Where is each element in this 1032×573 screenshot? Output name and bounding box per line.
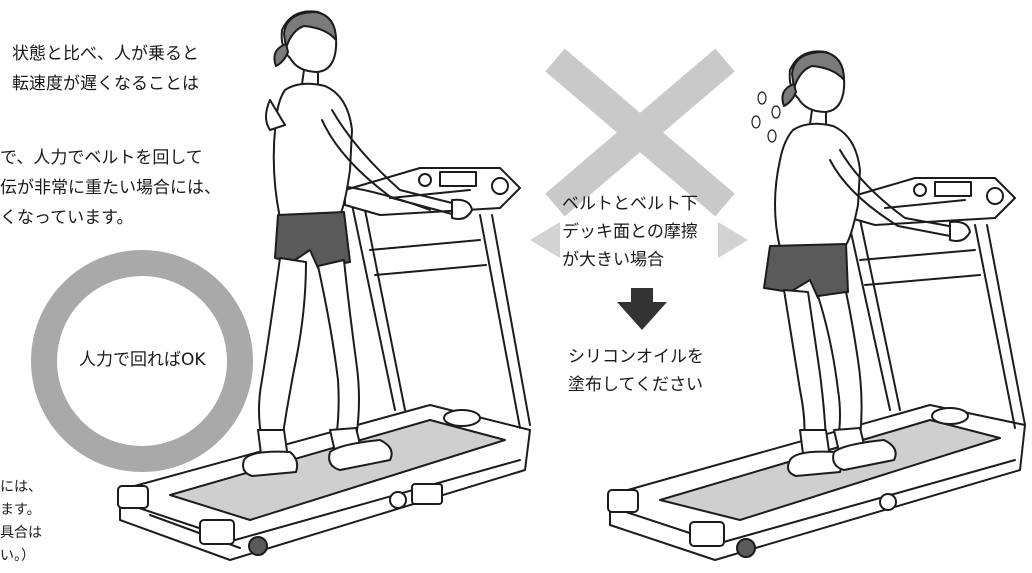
bottom-note-line-3: 具合は	[0, 525, 42, 541]
left-text-line-4: 伝が非常に重たい場合には、	[0, 178, 221, 198]
ng-label-line-3: が大きい場合	[562, 250, 664, 270]
ok-circle-icon	[31, 250, 253, 472]
girl-figure-left	[242, 10, 473, 477]
double-arrow-icon	[530, 222, 748, 258]
left-text-line-3: で、人力でベルトを回して	[0, 148, 203, 168]
instruction-line-2: 塗布してください	[568, 375, 703, 395]
left-text-line-2: 転速度が遅くなることは	[12, 74, 199, 94]
ng-label-line-1: ベルトとベルト下	[562, 194, 698, 214]
ng-label-line-2: デッキ面との摩擦	[562, 222, 698, 242]
cross-x-icon	[545, 48, 735, 217]
instruction-line-1: シリコンオイルを	[568, 347, 704, 367]
ok-label: 人力で回ればOK	[79, 350, 206, 370]
arrow-down-icon	[617, 288, 667, 330]
left-text-line-1: 状態と比べ、人が乗ると	[12, 44, 199, 64]
left-text-line-5: くなっています。	[0, 208, 134, 228]
sweat-drops-icon	[751, 91, 781, 143]
bottom-note-line-1: には、	[0, 479, 42, 495]
girl-figure-right	[763, 50, 971, 477]
bottom-note-line-2: ます。	[0, 502, 41, 518]
bottom-note-line-4: い。）	[0, 548, 35, 564]
